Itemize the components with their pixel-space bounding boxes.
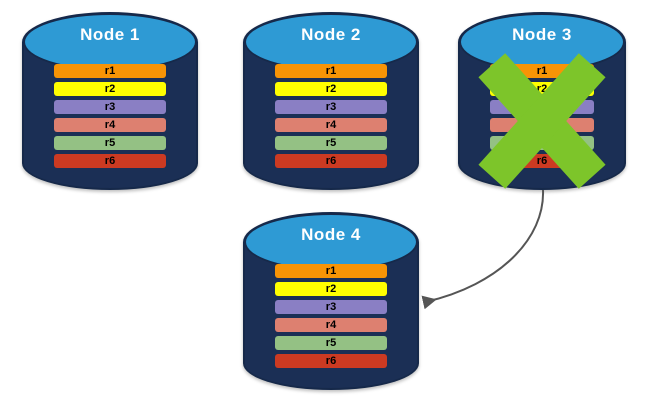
node-1-row-r3: r3 (54, 100, 166, 114)
replication-arrow-path (421, 189, 545, 310)
node-3-row-r2: r2 (490, 82, 594, 96)
node-1-cylinder-top (23, 13, 197, 71)
node-4-row-r5: r5 (275, 336, 387, 350)
node-4[interactable]: Node 4 r1 r2 r3 r4 r5 r6 (243, 212, 419, 390)
node-3-row-r3: r3 (490, 100, 594, 114)
node-3-rows: r1 r2 r3 r4 r5 r6 (490, 64, 594, 168)
node-4-cylinder-top (244, 213, 418, 271)
node-1-row-r2: r2 (54, 82, 166, 96)
node-2-row-r3: r3 (275, 100, 387, 114)
node-2-row-r4: r4 (275, 118, 387, 132)
node-4-row-r4: r4 (275, 318, 387, 332)
node-2[interactable]: Node 2 r1 r2 r3 r4 r5 r6 (243, 12, 419, 190)
node-1[interactable]: Node 1 r1 r2 r3 r4 r5 r6 (22, 12, 198, 190)
node-3-cylinder-top (459, 13, 625, 71)
node-1-row-r5: r5 (54, 136, 166, 150)
node-2-row-r5: r5 (275, 136, 387, 150)
node-1-rows: r1 r2 r3 r4 r5 r6 (54, 64, 166, 168)
node-3-row-r5: r5 (490, 136, 594, 150)
node-3-row-r6: r6 (490, 154, 594, 168)
node-3-row-r4: r4 (490, 118, 594, 132)
node-1-row-r1: r1 (54, 64, 166, 78)
node-4-row-r6: r6 (275, 354, 387, 368)
node-4-row-r2: r2 (275, 282, 387, 296)
node-1-row-r6: r6 (54, 154, 166, 168)
node-2-row-r6: r6 (275, 154, 387, 168)
node-4-row-r1: r1 (275, 264, 387, 278)
node-2-cylinder-top (244, 13, 418, 71)
node-3-row-r1: r1 (490, 64, 594, 78)
node-4-row-r3: r3 (275, 300, 387, 314)
node-2-rows: r1 r2 r3 r4 r5 r6 (275, 64, 387, 168)
node-1-row-r4: r4 (54, 118, 166, 132)
node-3[interactable]: Node 3 r1 r2 r3 r4 r5 r6 (458, 12, 626, 190)
node-4-rows: r1 r2 r3 r4 r5 r6 (275, 264, 387, 368)
node-2-row-r1: r1 (275, 64, 387, 78)
node-2-row-r2: r2 (275, 82, 387, 96)
